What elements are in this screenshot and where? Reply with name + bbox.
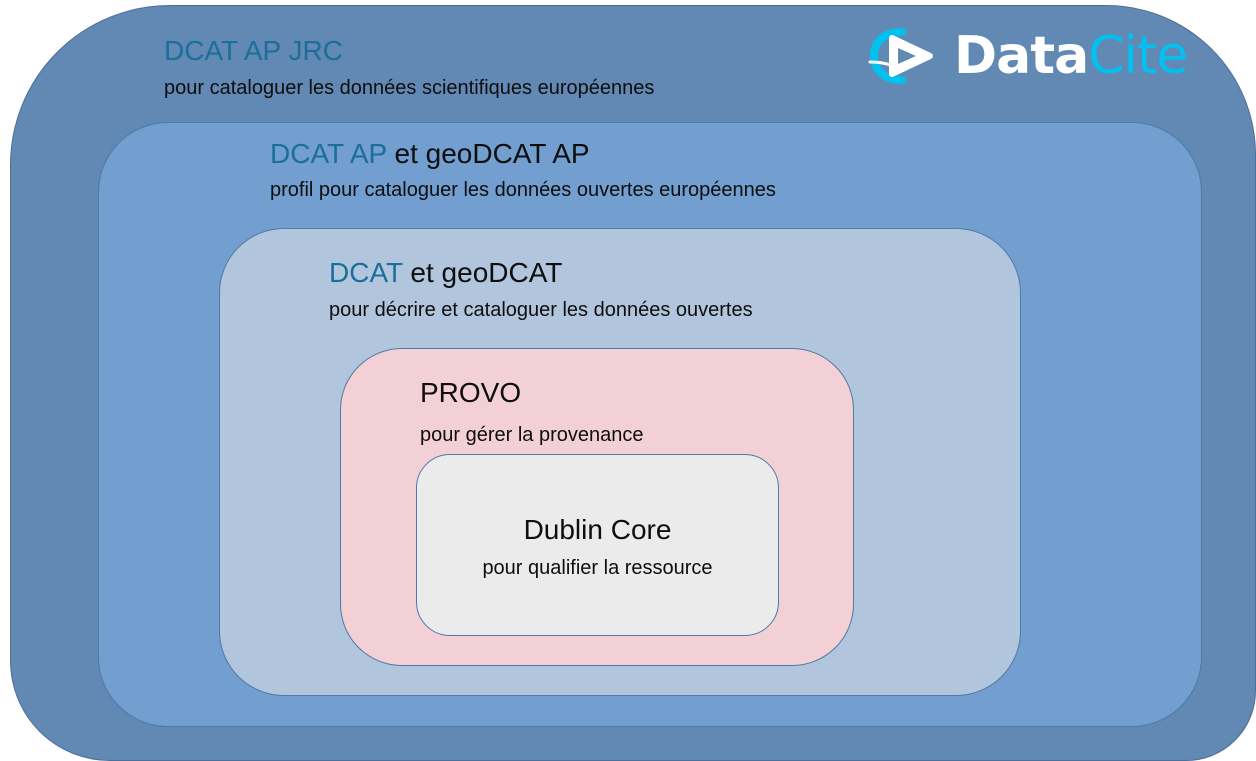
datacite-logo: DataCite	[868, 24, 1214, 88]
dcat-ap-title-rest: et geoDCAT AP	[394, 138, 590, 169]
dcat-ap-title: DCAT AP et geoDCAT AP	[270, 137, 590, 171]
dcat-ap-title-accent: DCAT AP	[270, 138, 387, 169]
dublin-core-title: Dublin Core	[523, 514, 672, 545]
logo-data-text: Data	[954, 26, 1089, 86]
dcat-title-accent: DCAT	[329, 257, 403, 288]
logo-cite-text: Cite	[1088, 26, 1188, 86]
dcat-ap-jrc-title: DCAT AP JRC	[164, 35, 343, 66]
datacite-logo-text: DataCite	[954, 24, 1188, 88]
dublin-core-box	[416, 454, 779, 636]
dcat-title: DCAT et geoDCAT	[329, 256, 562, 290]
provo-title: PROVO	[420, 377, 522, 408]
dcat-title-rest: et geoDCAT	[410, 257, 563, 288]
dcat-ap-jrc-subtitle: pour cataloguer les données scientifique…	[164, 77, 655, 99]
datacite-logo-icon	[868, 28, 933, 84]
dcat-subtitle: pour décrire et cataloguer les données o…	[329, 299, 753, 321]
dublin-core-subtitle: pour qualifier la ressource	[482, 557, 713, 579]
provo-subtitle: pour gérer la provenance	[420, 424, 644, 446]
dcat-ap-subtitle: profil pour cataloguer les données ouver…	[270, 179, 776, 201]
